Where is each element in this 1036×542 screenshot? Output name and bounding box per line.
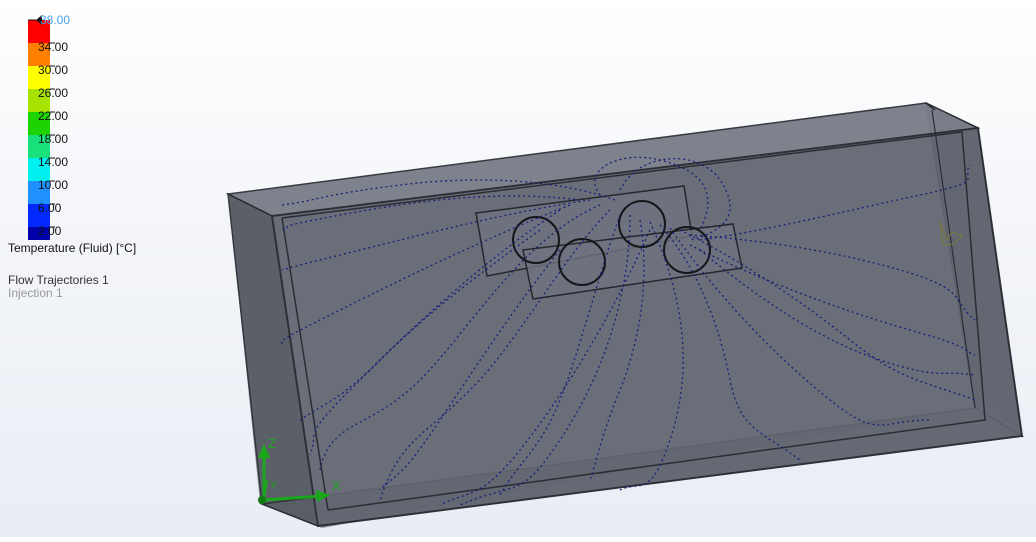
- flow-trajectory-line: [699, 164, 971, 241]
- legend-tick-label: 30.00: [38, 63, 69, 77]
- flow-trajectory-line: [689, 234, 976, 321]
- legend-swatch: [28, 112, 50, 135]
- temperature-legend[interactable]: 38.00 34.00 30.00 26.00 22.00 18.00 14.0…: [0, 0, 230, 310]
- legend-swatch: [28, 181, 50, 204]
- flow-trajectory-line: [379, 209, 611, 501]
- legend-title: Temperature (Fluid) [°C]: [8, 241, 137, 255]
- flow-trajectory-line: [689, 244, 976, 356]
- axis-triad: Z X Y: [258, 436, 341, 504]
- flow-trajectory-line: [679, 229, 976, 401]
- legend-max-pointer: [36, 15, 42, 25]
- component-cylinder: [663, 226, 711, 274]
- triad-y-axis: [263, 479, 268, 501]
- flow-trajectory-line: [699, 249, 976, 376]
- flow-trajectories: [280, 156, 976, 506]
- flow-trajectory-line: [659, 224, 801, 461]
- box-front-panel: [270, 126, 1024, 528]
- legend-tick-label: 2.00: [38, 224, 62, 238]
- flow-trajectory-line: [281, 195, 581, 231]
- legend-tick-label: 18.00: [38, 132, 69, 146]
- legend-swatch: [28, 20, 50, 43]
- flow-trajectory-line: [281, 199, 591, 271]
- flow-trajectory-line: [619, 158, 731, 241]
- triad-x-arrow: [316, 490, 330, 502]
- component-cylinder: [618, 200, 666, 248]
- legend-tick-label: 34.00: [38, 40, 69, 54]
- flow-trajectory-line: [499, 214, 621, 496]
- injection-name[interactable]: Injection 1: [8, 286, 63, 300]
- legend-tick-label: 14.00: [38, 155, 69, 169]
- legend-swatch: [28, 66, 50, 89]
- legend-max-label: 38.00: [40, 13, 71, 27]
- legend-tick-label: 26.00: [38, 86, 69, 100]
- flow-trajectory-line: [319, 204, 601, 471]
- legend-swatch: [28, 43, 50, 66]
- legend-swatch: [28, 227, 50, 240]
- triad-x-label: X: [332, 478, 341, 493]
- plot-name[interactable]: Flow Trajectories 1: [8, 273, 109, 287]
- box-edge: [925, 102, 936, 111]
- component-cylinder: [512, 216, 560, 264]
- legend-tick-label: 22.00: [38, 109, 69, 123]
- legend-swatch: [28, 158, 50, 181]
- probe-marker: [939, 221, 963, 246]
- triad-y-label: Y: [270, 480, 278, 492]
- legend-swatch: [28, 135, 50, 158]
- legend-tick-label: 6.00: [38, 201, 62, 215]
- flow-trajectory-line: [589, 219, 645, 481]
- legend-colorbar: [28, 15, 55, 240]
- legend-swatch: [28, 204, 50, 227]
- legend-tick-label: 10.00: [38, 178, 69, 192]
- triad-z-label: Z: [268, 436, 276, 451]
- flow-trajectory-line: [281, 179, 616, 206]
- component-cylinder: [558, 238, 606, 286]
- triad-origin: [258, 496, 266, 504]
- triad-x-axis: [263, 494, 323, 502]
- flow-trajectory-line: [280, 204, 571, 346]
- box-edge: [931, 109, 976, 409]
- triad-z-arrow: [258, 444, 270, 458]
- flow-trajectory-line: [619, 221, 684, 491]
- legend-swatch: [28, 89, 50, 112]
- flow-trajectory-line: [309, 209, 561, 456]
- box-inner-frame: [281, 131, 986, 511]
